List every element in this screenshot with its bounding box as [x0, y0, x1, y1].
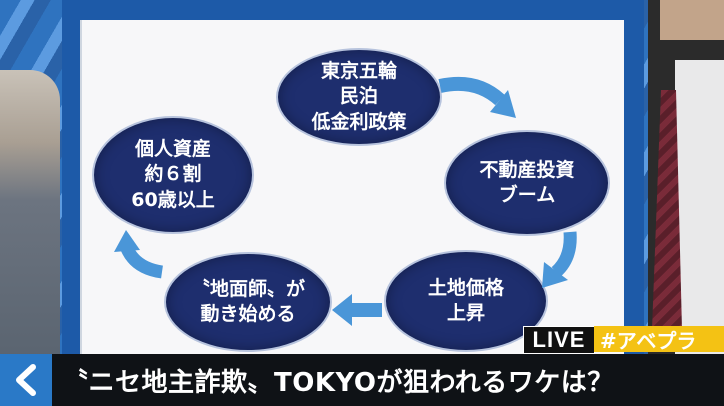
hashtag-badge: #アベプラ	[594, 326, 724, 353]
person-right-face	[660, 0, 724, 40]
live-badge: LIVE	[523, 326, 595, 354]
bubble-land-swindlers: 〝地面師〟が 動き始める	[164, 252, 332, 352]
caption-title: 〝ニセ地主詐欺〟TOKYOが狙われるワケは？	[62, 367, 614, 398]
person-left	[0, 70, 60, 360]
cycle-arrow-4	[114, 230, 164, 279]
bubble-text: 東京五輪 民泊 低金利政策	[311, 60, 407, 133]
bubble-text: 不動産投資 ブーム	[479, 158, 575, 206]
bubble-text: 〝地面師〟が 動き始める	[190, 277, 305, 325]
bubble-text: 土地価格 上昇	[427, 276, 504, 324]
bubble-investment-boom: 不動産投資 ブーム	[444, 130, 610, 236]
bubble-text: 個人資産 約６割 60歳以上	[131, 138, 215, 211]
bubble-personal-assets: 個人資産 約６割 60歳以上	[92, 116, 254, 234]
bubble-olympics: 東京五輪 民泊 低金利政策	[276, 48, 442, 146]
cycle-arrow-3	[332, 294, 382, 326]
caption-bar: 〝ニセ地主詐欺〟TOKYOが狙われるワケは？	[0, 354, 724, 406]
cycle-arrow-2	[542, 231, 577, 288]
cycle-arrow-1	[438, 76, 516, 118]
bubble-land-price: 土地価格 上昇	[384, 250, 548, 352]
chevron-left-icon[interactable]	[0, 354, 52, 406]
person-right-shirt	[675, 60, 724, 360]
